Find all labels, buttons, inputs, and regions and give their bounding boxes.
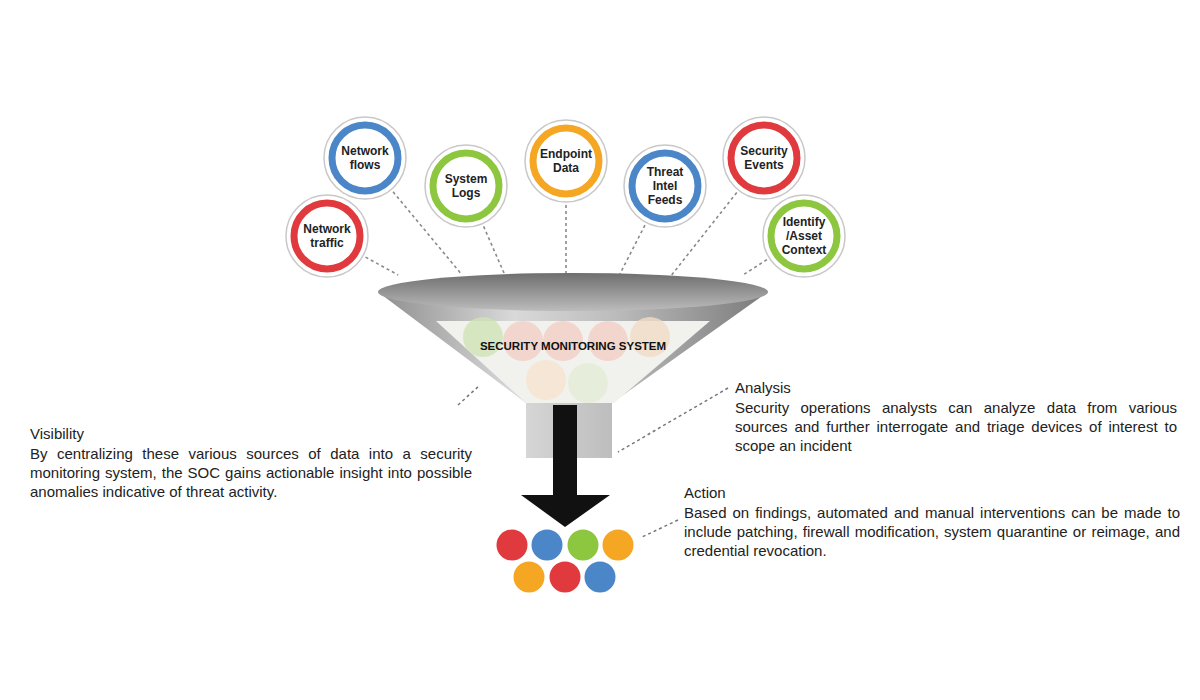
output-dot xyxy=(514,562,545,593)
source-circle: Network flows xyxy=(323,116,407,200)
feed-connector xyxy=(484,226,505,275)
output-dot xyxy=(603,530,634,561)
funnel-node: SECURITY MONITORING SYSTEM xyxy=(378,275,768,460)
feed-connector xyxy=(619,225,645,275)
circle-text-wrap: Security Events xyxy=(722,116,806,200)
feed-connector xyxy=(743,260,767,275)
flow-arrow-head xyxy=(521,495,610,527)
color-ring xyxy=(332,125,398,191)
funnel-ball xyxy=(568,363,608,403)
circle-label: Endpoint Data xyxy=(539,147,593,175)
source-circle: Network traffic xyxy=(285,194,369,278)
circle-label: Threat Intel Feeds xyxy=(638,165,692,207)
output-dot xyxy=(550,562,581,593)
leader-line xyxy=(458,385,480,405)
output-dot xyxy=(497,530,528,561)
section-body: Based on findings, automated and manual … xyxy=(684,503,1180,560)
circle-text-wrap: Identify /Asset Context xyxy=(762,194,846,278)
outer-ring xyxy=(723,117,805,199)
funnel-rim xyxy=(378,273,768,311)
feed-connector xyxy=(565,205,567,275)
source-circle: Endpoint Data xyxy=(524,119,608,203)
color-ring xyxy=(731,125,797,191)
funnel-outline xyxy=(378,275,768,460)
color-ring xyxy=(632,153,698,219)
section-body: Security operations analysts can analyze… xyxy=(735,398,1177,455)
leader-line xyxy=(640,520,678,538)
outer-ring xyxy=(624,145,706,227)
feed-connector xyxy=(366,257,399,275)
circle-text-wrap: Threat Intel Feeds xyxy=(623,144,707,228)
circle-label: Identify /Asset Context xyxy=(777,215,831,257)
section-heading: Visibility xyxy=(30,424,470,443)
circle-text-wrap: Endpoint Data xyxy=(524,119,608,203)
outer-ring xyxy=(763,195,845,277)
circle-label: Security Events xyxy=(737,144,791,172)
circle-text-wrap: System Logs xyxy=(424,144,508,228)
leader-line xyxy=(618,388,728,452)
source-circle: Threat Intel Feeds xyxy=(623,144,707,228)
color-ring xyxy=(294,203,360,269)
color-ring xyxy=(433,153,499,219)
outer-ring xyxy=(425,145,507,227)
source-circle: Identify /Asset Context xyxy=(762,194,846,278)
section-heading: Action xyxy=(684,483,1174,502)
circle-text-wrap: Network flows xyxy=(323,116,407,200)
circle-text-wrap: Network traffic xyxy=(285,194,369,278)
output-dots xyxy=(497,530,634,593)
output-dot xyxy=(532,530,563,561)
outer-ring xyxy=(324,117,406,199)
funnel-label: SECURITY MONITORING SYSTEM xyxy=(478,339,668,354)
output-dot xyxy=(568,530,599,561)
circle-label: Network traffic xyxy=(300,222,354,250)
outer-ring xyxy=(286,195,368,277)
color-ring xyxy=(771,203,837,269)
outer-ring xyxy=(525,120,607,202)
funnel-ball xyxy=(526,360,566,400)
section-heading: Analysis xyxy=(735,378,1175,397)
output-dot xyxy=(585,562,616,593)
source-circle: Security Events xyxy=(722,116,806,200)
flow-arrow-shaft xyxy=(553,405,577,497)
section-body: By centralizing these various sources of… xyxy=(30,444,472,501)
color-ring xyxy=(533,128,599,194)
circle-label: Network flows xyxy=(338,144,392,172)
source-circle: System Logs xyxy=(424,144,508,228)
circle-label: System Logs xyxy=(439,172,493,200)
